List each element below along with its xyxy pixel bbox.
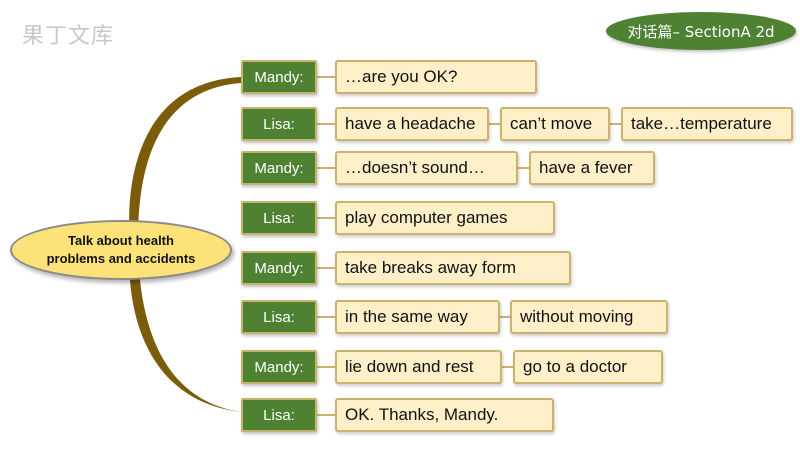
speaker-label: Mandy:: [241, 60, 317, 94]
phrase-box: without moving: [510, 300, 668, 334]
speaker-label: Mandy:: [241, 151, 317, 185]
watermark: 果丁文库: [22, 24, 115, 49]
phrase-box: take…temperature: [621, 107, 793, 141]
central-topic-line2: problems and accidents: [46, 251, 196, 266]
central-topic: Talk about health problems and accidents: [10, 220, 232, 280]
section-badge: 对话篇– SectionA 2d: [606, 12, 796, 50]
row-connectors: [317, 76, 621, 416]
central-topic-line1: Talk about health: [68, 233, 174, 248]
phrase-box: have a fever: [529, 151, 655, 185]
speaker-label: Lisa:: [241, 398, 317, 432]
phrase-box: OK. Thanks, Mandy.: [335, 398, 554, 432]
speaker-label: Lisa:: [241, 300, 317, 334]
phrase-box: …doesn’t sound…: [335, 151, 518, 185]
phrase-box: …are you OK?: [335, 60, 537, 94]
speaker-label: Mandy:: [241, 350, 317, 384]
phrase-box: have a headache: [335, 107, 489, 141]
phrase-box: play computer games: [335, 201, 555, 235]
phrase-box: lie down and rest: [335, 350, 502, 384]
phrase-box: in the same way: [335, 300, 500, 334]
speaker-label: Lisa:: [241, 107, 317, 141]
phrase-box: take breaks away form: [335, 251, 571, 285]
phrase-box: can’t move: [500, 107, 610, 141]
speaker-label: Lisa:: [241, 201, 317, 235]
phrase-box: go to a doctor: [513, 350, 663, 384]
speaker-label: Mandy:: [241, 251, 317, 285]
